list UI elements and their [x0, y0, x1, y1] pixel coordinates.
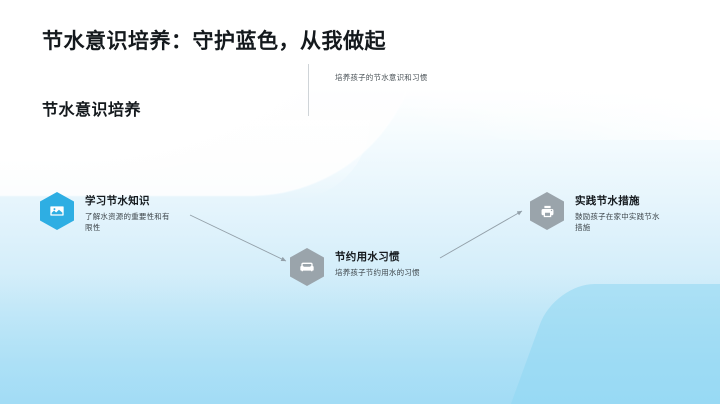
background-left-wash	[0, 0, 340, 170]
diagram-node-0-description: 了解水资源的重要性和有限性	[85, 212, 170, 232]
subtitle-text: 培养孩子的节水意识和习惯	[335, 73, 428, 82]
page-title: 节水意识培养：守护蓝色，从我做起	[42, 30, 386, 53]
subtitle-divider	[308, 64, 309, 116]
diagram-node-2-text: 实践节水措施 鼓励孩子在家中实践节水措施	[575, 192, 667, 234]
subtitle-block: 培养孩子的节水意识和习惯	[308, 64, 427, 116]
diagram-node-0[interactable]: 学习节水知识 了解水资源的重要性和有限性	[40, 192, 177, 234]
diagram-node-0-title: 学习节水知识	[85, 195, 150, 207]
diagram-node-1-title: 节约用水习惯	[335, 251, 400, 263]
sofa-icon	[290, 248, 324, 286]
section-heading: 节水意识培养	[42, 102, 142, 119]
diagram-node-2[interactable]: 实践节水措施 鼓励孩子在家中实践节水措施	[530, 192, 667, 234]
printer-icon	[530, 192, 564, 230]
image-icon	[40, 192, 74, 230]
diagram-node-1-text: 节约用水习惯 培养孩子节约用水的习惯	[335, 248, 420, 279]
diagram-node-2-description: 鼓励孩子在家中实践节水措施	[575, 212, 660, 232]
diagram-node-1-description: 培养孩子节约用水的习惯	[335, 268, 420, 277]
diagram-node-2-title: 实践节水措施	[575, 195, 640, 207]
diagram-node-0-text: 学习节水知识 了解水资源的重要性和有限性	[85, 192, 177, 234]
diagram-node-1[interactable]: 节约用水习惯 培养孩子节约用水的习惯	[290, 248, 420, 286]
